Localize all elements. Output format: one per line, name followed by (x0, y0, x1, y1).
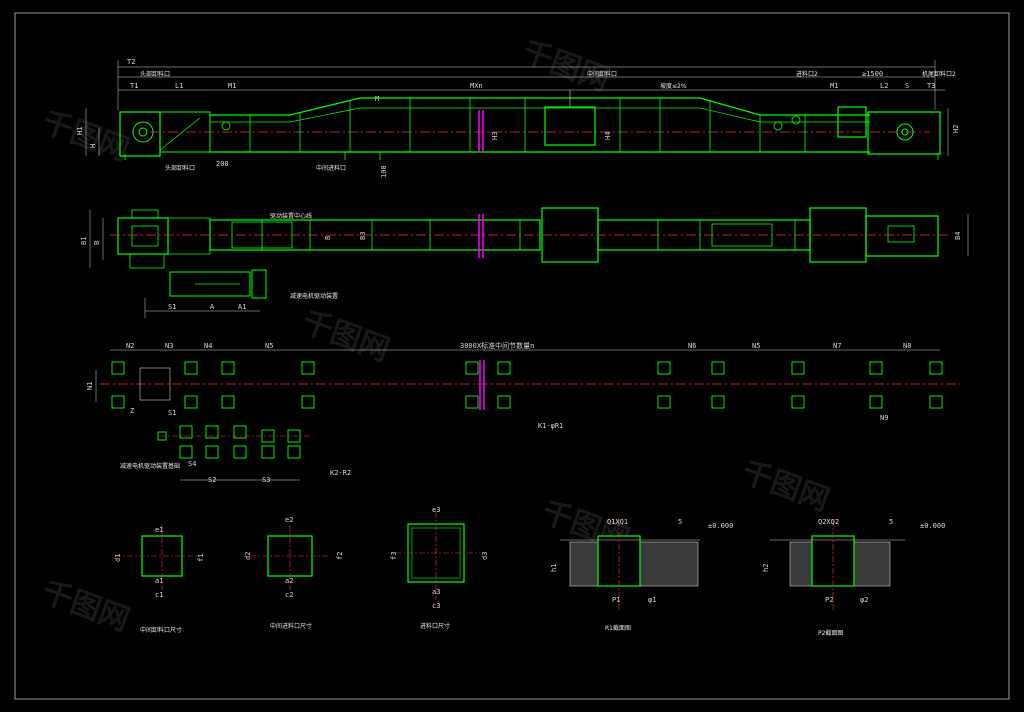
dim-H1: H1 (76, 127, 84, 135)
label-head-outlet: 头部卸料口 (140, 70, 170, 78)
dim-N8: N8 (903, 342, 911, 350)
watermark-text: 千图网 (297, 305, 394, 369)
sheet-border (14, 12, 1010, 700)
dim-a1: a1 (155, 577, 163, 585)
label-head-outlet2: 头部卸料口 (165, 164, 195, 172)
watermark-text: 千图网 (737, 455, 834, 519)
caption-r2: P2截面图 (818, 629, 843, 637)
level-1: ±0.000 (708, 522, 733, 530)
dim-L2: L2 (880, 82, 888, 90)
elevation-view: T2 T1 L1 M1 M MXn 中间卸料口 坡度≤2% 进料口2 M1 ≥1… (76, 58, 960, 178)
dim-e2: e2 (285, 516, 293, 524)
label-K1: K1-φR1 (538, 422, 563, 430)
dim-M: M (375, 95, 379, 103)
caption-sec3: 进料口尺寸 (420, 622, 450, 630)
dim-Q2: Q2XQ2 (818, 518, 839, 526)
foundation-layout: N1 N2 N3 N4 N5 3000X标准中间节数量n N6 N5 N7 N8… (86, 341, 960, 484)
plan-view: B1 B B B3 B4 S1 A (80, 207, 969, 318)
level-2: ±0.000 (920, 522, 945, 530)
dim-T3: T3 (927, 82, 935, 90)
dim-200: 200 (216, 160, 229, 168)
watermark-text: 千图网 (37, 105, 134, 169)
dim-L1: L1 (175, 82, 183, 90)
label-mid-feed: 中间进料口 (316, 164, 346, 172)
dim-M1b: M1 (830, 82, 838, 90)
label-center-outlet: 中间卸料口 (587, 70, 617, 78)
dim-plan-A1: A1 (238, 303, 246, 311)
dim-H2: H2 (952, 125, 960, 133)
dim-c1: c1 (155, 591, 163, 599)
dim-plan-A: A (210, 303, 215, 311)
dim-span-note: 3000X标准中间节数量n (460, 341, 534, 350)
dim-N2: N2 (126, 342, 134, 350)
dim-five2: 5 (889, 518, 893, 526)
dim-a3: a3 (432, 588, 440, 596)
dim-h2: h2 (762, 564, 770, 572)
dim-M1a: M1 (228, 82, 236, 90)
dim-T1: T1 (130, 82, 138, 90)
label-incline: 坡度≤2% (660, 82, 687, 90)
watermark-layer: 千图网 千图网 千图网 千图网 千图网 千图网 (37, 35, 834, 639)
dim-f1: f1 (197, 554, 205, 562)
dim-N5a: N5 (265, 342, 273, 350)
dim-P1: P1 (612, 596, 620, 604)
dim-N9: N9 (880, 414, 888, 422)
caption-sec2: 中间进料口尺寸 (270, 622, 312, 630)
dim-f2: f2 (336, 552, 344, 560)
dim-S4: S4 (188, 460, 196, 468)
dim-H: H (89, 144, 97, 148)
dim-d1: d1 (114, 554, 122, 562)
dim-plan-S1: S1 (168, 303, 176, 311)
caption-r1: R1截面图 (605, 624, 631, 632)
dim-phi1: φ1 (648, 596, 656, 604)
dim-B3: B3 (359, 232, 367, 240)
dim-H4: H4 (604, 132, 612, 140)
section-details: e1 a1 c1 d1 f1 中间卸料口尺寸 e2 a2 c2 d2 f2 中间… (114, 506, 945, 637)
dim-d3: d3 (481, 552, 489, 560)
dim-100: 100 (380, 165, 388, 178)
dim-N6: N6 (688, 342, 696, 350)
dim-h1: h1 (550, 564, 558, 572)
dim-found-S1: S1 (168, 409, 176, 417)
dim-P2: P2 (825, 596, 833, 604)
dim-MXn: MXn (470, 82, 483, 90)
label-end-outlet: 机尾卸料口2 (922, 70, 956, 78)
dim-S: S (905, 82, 909, 90)
dim-c2: c2 (285, 591, 293, 599)
dim-five1: 5 (678, 518, 682, 526)
dim-min-len: ≥1500 (862, 70, 883, 78)
watermark-text: 千图网 (517, 35, 614, 99)
dim-T2: T2 (127, 58, 135, 66)
dim-H3: H3 (491, 132, 499, 140)
dim-B1: B1 (80, 237, 88, 245)
dim-B4: B4 (954, 232, 962, 240)
watermark-text: 千图网 (37, 575, 134, 639)
dim-Z: Z (130, 407, 134, 415)
dim-e3: e3 (432, 506, 440, 514)
dim-N7: N7 (833, 342, 841, 350)
dim-a2: a2 (285, 577, 293, 585)
dim-c3: c3 (432, 602, 440, 610)
dim-N5b: N5 (752, 342, 760, 350)
dim-N3: N3 (165, 342, 173, 350)
dim-Q1: Q1XQ1 (607, 518, 628, 526)
dim-f3: f3 (390, 552, 398, 560)
dim-phi2: φ2 (860, 596, 868, 604)
label-drive-base: 减速电机驱动装置基础 (120, 462, 180, 470)
dim-e1: e1 (155, 526, 163, 534)
dim-N4: N4 (204, 342, 212, 350)
label-drive-unit: 减速电机驱动装置 (290, 292, 338, 300)
label-K2: K2-R2 (330, 469, 351, 477)
caption-sec1: 中间卸料口尺寸 (140, 626, 182, 634)
dim-d2: d2 (244, 552, 252, 560)
label-drive-center: 驱动装置中心线 (270, 212, 312, 220)
label-feed-in: 进料口2 (796, 70, 818, 78)
dim-N1: N1 (86, 382, 94, 390)
dim-B: B (93, 241, 101, 245)
dim-B-mid: B (324, 236, 332, 240)
